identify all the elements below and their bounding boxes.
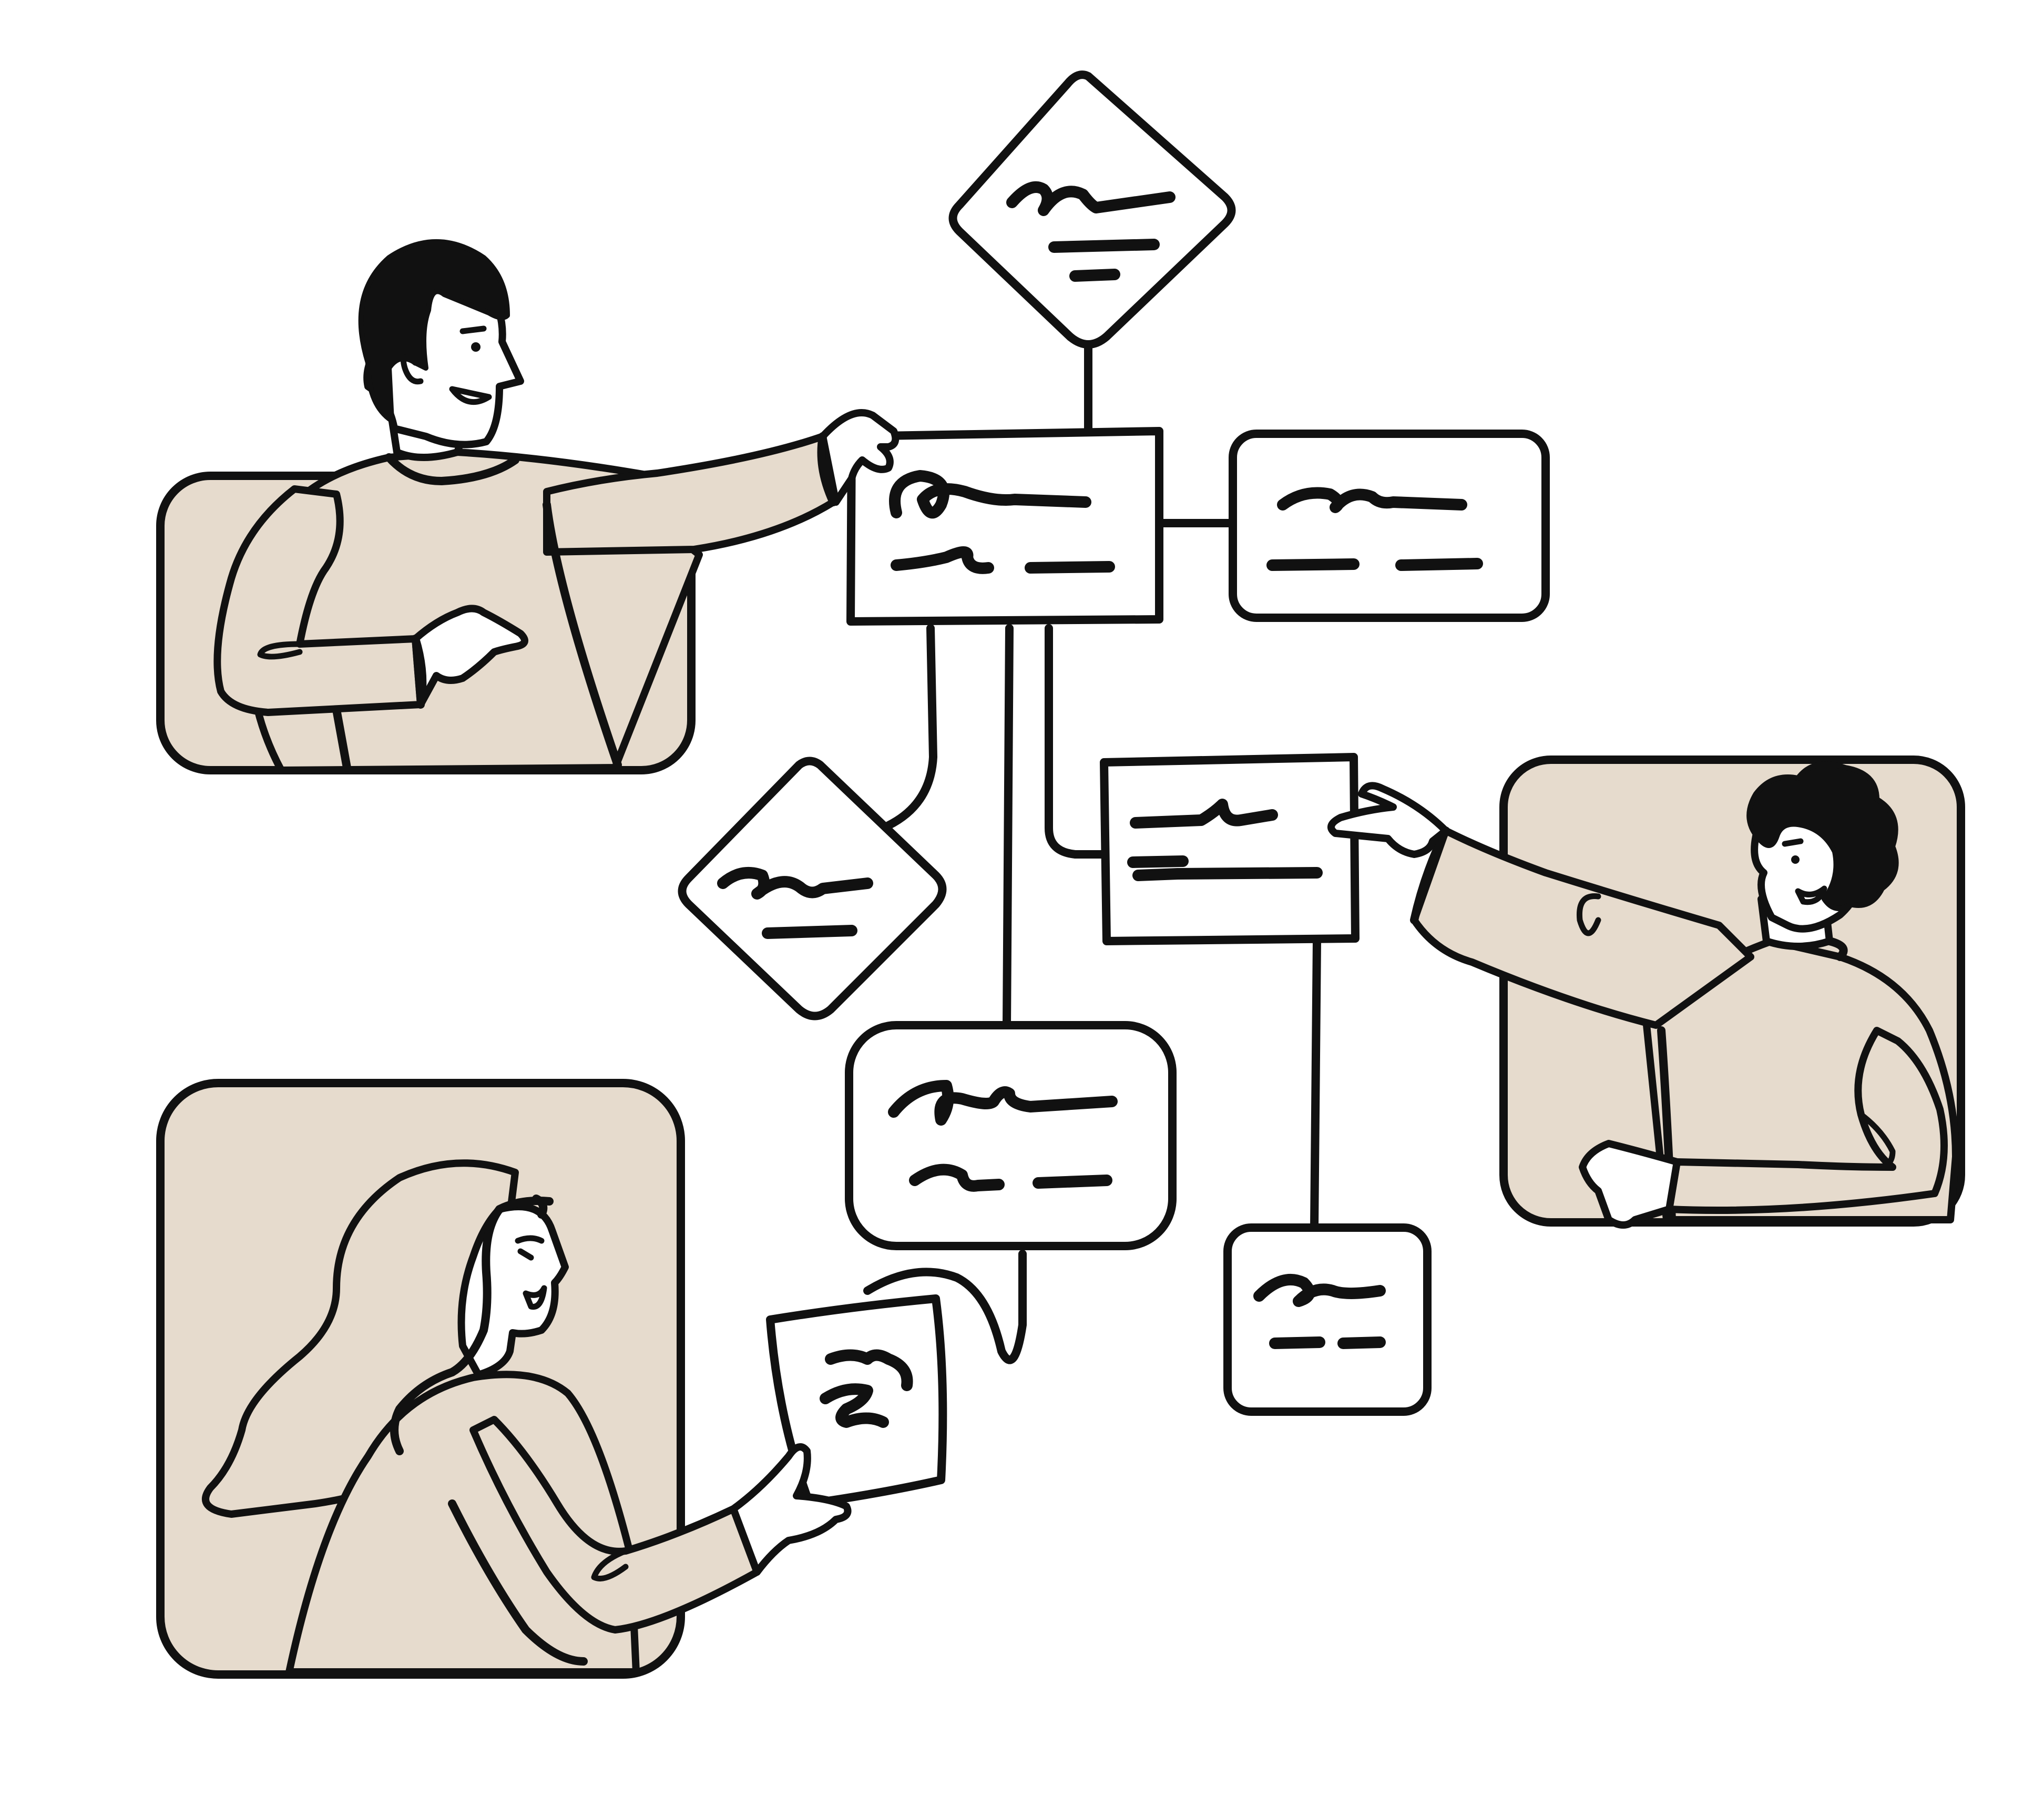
smile [523,1285,547,1310]
woman-holding-note [202,1159,947,1676]
scribble-icon [889,470,1091,519]
scribble-icon [825,1349,913,1391]
process-bottom-center [845,1021,1177,1250]
flow-connectors [863,338,1321,1364]
smile [1795,885,1827,905]
man-pointing [213,239,900,774]
process-right [1229,430,1550,622]
process-center [846,427,1163,626]
eye [471,342,481,352]
scribble-icon [1253,1273,1386,1307]
hair [1746,761,1899,911]
scribble-icon [717,867,873,900]
scribble-icon [1006,181,1176,216]
eye [1791,855,1800,864]
decision-top [948,70,1236,349]
process-mid-right [1100,753,1360,945]
person-pointing [1327,761,1959,1229]
decision-left [678,757,947,1020]
process-bottom-right [1223,1223,1432,1416]
hair [358,239,510,423]
scribble-icon [1130,799,1278,829]
smile [449,386,492,405]
scribble-icon [1277,487,1467,513]
scribble-icon [888,1080,1118,1126]
